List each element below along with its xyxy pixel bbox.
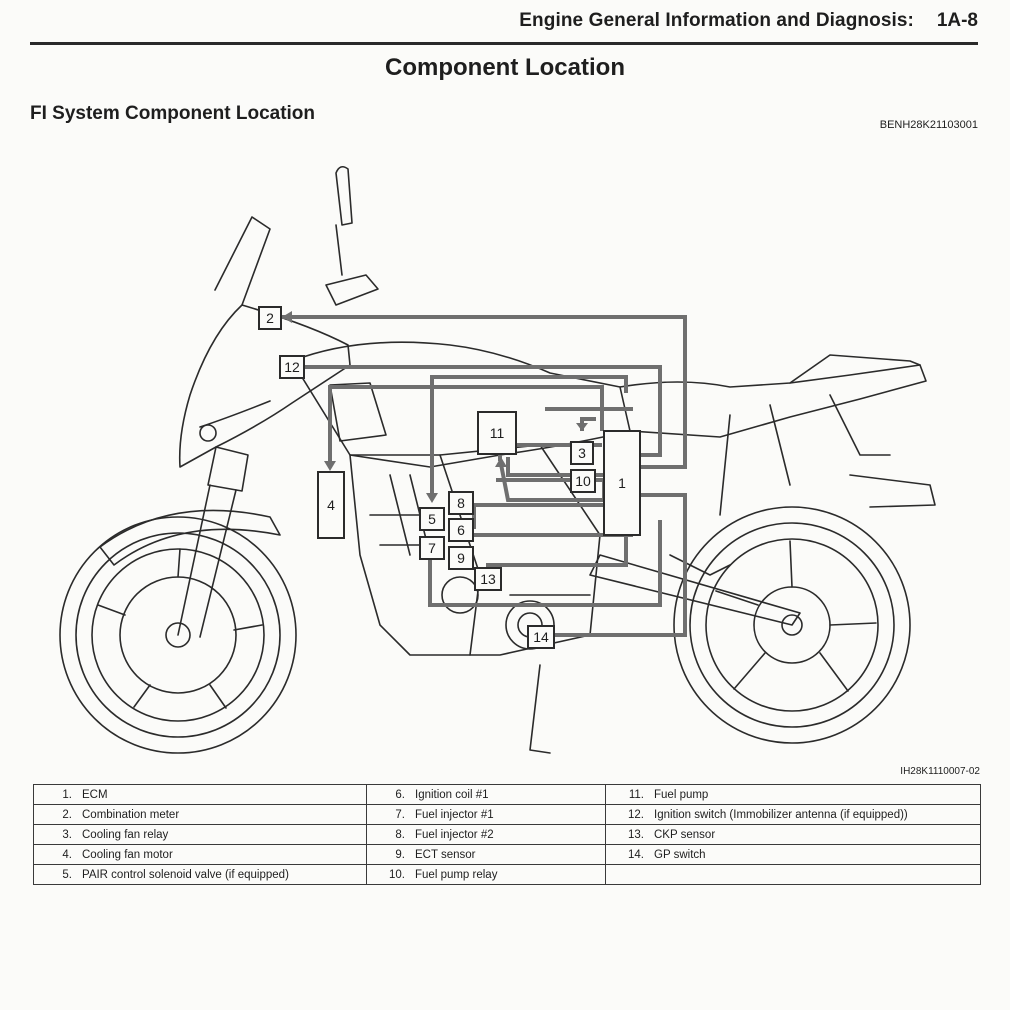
callout-5: 5 [419,507,445,531]
callout-2: 2 [258,306,282,330]
legend-item-6: 6. Ignition coil #1 [366,784,606,805]
legend-text: CKP sensor [654,828,716,841]
page-header: Engine General Information and Diagnosis… [30,4,978,45]
callout-11: 11 [477,411,517,455]
callout-4: 4 [317,471,345,539]
callout-10: 10 [570,469,596,493]
legend-text: Cooling fan relay [82,828,169,841]
legend-num: 3. [62,828,72,841]
callout-6: 6 [448,518,474,542]
legend-item-13: 13. CKP sensor [605,824,981,845]
legend-num: 6. [395,788,405,801]
legend-num: 11. [628,788,644,801]
legend-item-2: 2. Combination meter [33,804,367,825]
callout-9: 9 [448,546,474,570]
legend-item-5: 5. PAIR control solenoid valve (if equipp… [33,864,367,885]
legend-text: Combination meter [82,808,180,821]
legend-item-empty [605,864,981,885]
legend-row: 2. Combination meter 7. Fuel injector #1 1… [33,804,981,825]
legend-text: Fuel injector #2 [415,828,494,841]
front-wheel [59,516,297,754]
legend-item-10: 10. Fuel pump relay [366,864,606,885]
page-title: Component Location [385,54,625,81]
legend-num: 5. [62,868,72,881]
callout-3: 3 [570,441,594,465]
callout-1: 1 [603,430,641,536]
seat-and-tail [619,354,936,516]
legend-text: PAIR control solenoid valve (if equipped… [82,868,289,881]
legend-text: GP switch [654,848,706,861]
legend-item-8: 8. Fuel injector #2 [366,824,606,845]
legend-text: Fuel injector #1 [415,808,494,821]
callout-8: 8 [448,491,474,515]
legend-item-1: 1. ECM [33,784,367,805]
legend-num: 9. [395,848,405,861]
legend-text: Ignition switch (Immobilizer antenna (if… [654,808,908,821]
front-fairing [178,304,351,468]
rear-wheel [673,506,911,744]
legend-row: 3. Cooling fan relay 8. Fuel injector #2 1… [33,824,981,845]
legend-item-7: 7. Fuel injector #1 [366,804,606,825]
leader-lines [282,315,687,637]
document-code: BENH28K21103001 [879,119,978,131]
legend-text: Cooling fan motor [82,848,173,861]
legend-num: 8. [395,828,405,841]
section-subtitle: FI System Component Location [30,103,316,124]
motorcycle-illustration [59,165,936,754]
legend-text: Ignition coil #1 [415,788,489,801]
legend-table: 1. ECM 6. Ignition coil #1 11. Fuel pump 2.… [33,784,981,885]
figure-code: IH28K1110007-02 [900,766,980,777]
legend-num: 2. [62,808,72,821]
legend-num: 7. [395,808,405,821]
legend-row: 4. Cooling fan motor 9. ECT sensor 14. GP s… [33,844,981,865]
legend-text: ECT sensor [415,848,476,861]
windscreen-and-mirror [214,165,379,306]
legend-num: 14. [628,848,644,861]
legend-num: 10. [389,868,405,881]
callout-13: 13 [474,567,502,591]
legend-row: 1. ECM 6. Ignition coil #1 11. Fuel pump [33,784,981,805]
callout-14: 14 [527,625,555,649]
legend-item-9: 9. ECT sensor [366,844,606,865]
legend-item-3: 3. Cooling fan relay [33,824,367,845]
legend-text: Fuel pump relay [415,868,498,881]
fuel-tank [291,341,631,468]
front-fork [99,446,281,638]
legend-item-14: 14. GP switch [605,844,981,865]
legend-item-11: 11. Fuel pump [605,784,981,805]
legend-item-4: 4. Cooling fan motor [33,844,367,865]
section-title: Engine General Information and Diagnosis… [519,10,914,31]
page-number: 1A-8 [936,10,978,31]
legend-num: 13. [628,828,644,841]
motorcycle-figure: 1 2 3 4 5 6 7 8 9 10 11 12 13 14 [30,155,980,775]
callout-7: 7 [419,536,445,560]
callout-12: 12 [279,355,305,379]
side-stand [529,664,551,754]
legend-item-12: 12. Ignition switch (Immobilizer antenna … [605,804,981,825]
legend-num: 4. [62,848,72,861]
legend-num: 12. [628,808,644,821]
legend-text: ECM [82,788,108,801]
legend-row: 5. PAIR control solenoid valve (if equipp… [33,864,981,885]
legend-num: 1. [62,788,72,801]
legend-text: Fuel pump [654,788,709,801]
